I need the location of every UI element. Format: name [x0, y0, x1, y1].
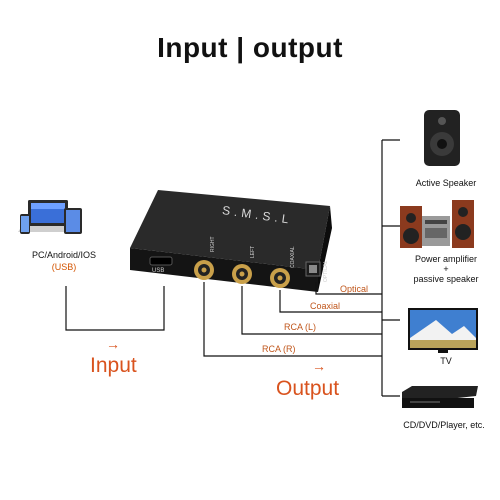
dvd-player-icon: [402, 386, 478, 408]
output-label: Output: [276, 377, 339, 401]
source-label: PC/Android/IOS: [4, 250, 124, 260]
output-arrow-icon: →: [312, 358, 326, 374]
port-label-coaxial: COAXIAL: [290, 246, 296, 268]
rca-left-jack: [232, 264, 252, 284]
input-arrow-icon: →: [106, 336, 120, 352]
source-sub-label: (USB): [4, 262, 124, 272]
cable-label-coaxial: Coaxial: [310, 301, 340, 311]
port-label-usb: USB: [152, 268, 164, 274]
optical-jack: [306, 262, 320, 276]
phone-icon: [20, 214, 30, 234]
cable-label-optical: Optical: [340, 284, 368, 294]
input-label: Input: [90, 354, 137, 378]
tablet-icon: [64, 208, 82, 234]
rca-right-jack: [194, 260, 214, 280]
coaxial-jack: [270, 268, 290, 288]
port-label-right: RIGHT: [210, 236, 216, 252]
active-speaker-icon: [424, 110, 460, 166]
output-label-tv: TV: [392, 356, 500, 366]
usb-cable: [66, 286, 164, 330]
amplifier-speakers-icon: [400, 200, 474, 248]
cable-label-rca-l: RCA (L): [284, 322, 316, 332]
output-label-power-amplifier: Power amplifier + passive speaker: [392, 254, 500, 284]
port-label-optical: OPTICAL: [323, 261, 329, 282]
cable-label-rca-r: RCA (R): [262, 344, 296, 354]
output-label-active-speaker: Active Speaker: [392, 178, 500, 188]
output-label-cd-dvd: CD/DVD/Player, etc.: [388, 420, 500, 430]
port-label-left: LEFT: [250, 246, 256, 258]
tv-icon: [408, 308, 478, 353]
